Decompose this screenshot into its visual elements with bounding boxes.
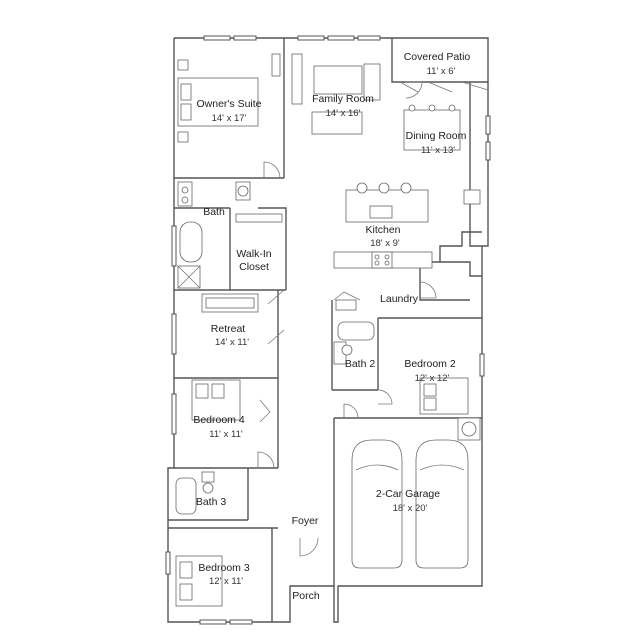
garage-label: 2-Car Garage — [376, 488, 440, 500]
walk-in-closet-label-line2: Closet — [239, 261, 269, 273]
owners-suite-size: 14' x 17' — [212, 113, 247, 124]
porch-label: Porch — [292, 590, 320, 602]
kitchen-size: 18' x 9' — [370, 238, 400, 249]
bedroom-3-label: Bedroom 3 — [198, 562, 250, 574]
fixtures — [175, 53, 481, 607]
family-room-label: Family Room — [312, 93, 374, 105]
interior-walls — [168, 38, 489, 622]
dining-room-label: Dining Room — [406, 130, 467, 142]
doors — [257, 81, 437, 557]
owners-suite-label: Owner's Suite — [196, 98, 261, 110]
bedroom-2-label: Bedroom 2 — [404, 358, 456, 370]
bath-3-label: Bath 3 — [196, 496, 227, 508]
windows — [165, 35, 491, 625]
foyer-label: Foyer — [292, 515, 319, 527]
retreat-label: Retreat — [211, 323, 246, 335]
covered-patio-size: 11' x 6' — [427, 66, 456, 77]
bedroom-4-size: 11' x 11' — [209, 429, 243, 440]
retreat-size: 14' x 11' — [215, 337, 249, 348]
owner-bath-label: Bath — [203, 206, 225, 218]
exterior-walls — [167, 37, 489, 623]
room-labels: Owner's Suite 14' x 17' Family Room 14' … — [193, 51, 470, 602]
bedroom-3-size: 12' x 11' — [209, 576, 243, 587]
bath-2-label: Bath 2 — [345, 358, 376, 370]
dining-room-size: 11' x 13' — [421, 145, 455, 156]
family-room-size: 14' x 16' — [326, 108, 361, 119]
laundry-label: Laundry — [380, 293, 419, 305]
bedroom-4-label: Bedroom 4 — [193, 414, 245, 426]
kitchen-label: Kitchen — [365, 224, 400, 236]
garage-size: 18' x 20' — [393, 503, 428, 514]
walk-in-closet-label-line1: Walk-In — [236, 248, 271, 260]
covered-patio-label: Covered Patio — [404, 51, 471, 63]
bedroom-2-size: 12' x 12' — [415, 373, 450, 384]
